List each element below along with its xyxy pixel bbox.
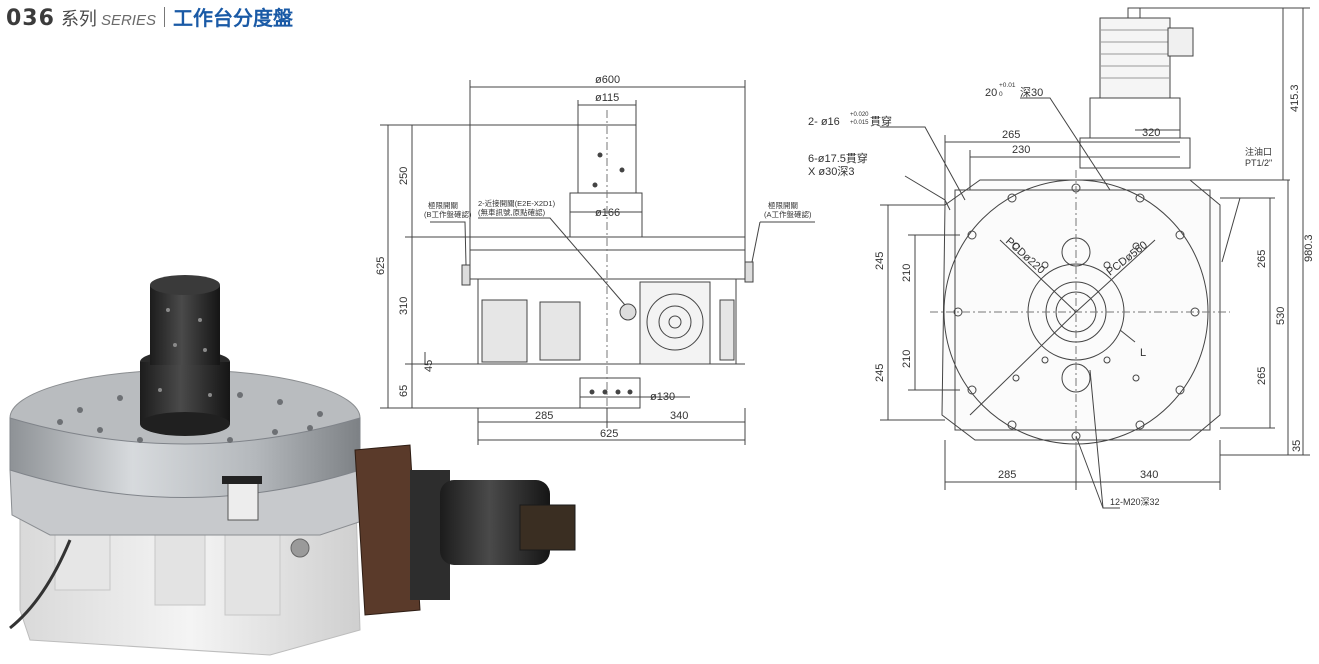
gear-reducer-outline	[1089, 97, 1181, 139]
shaft-holes	[158, 308, 212, 397]
dim-bore-note: 貫穿	[870, 114, 892, 128]
dim-bore: 2- ø16	[808, 116, 840, 128]
dim-width-285: 285	[535, 410, 553, 422]
dim-pilot-dia: ø130	[650, 391, 675, 403]
label-proximity-2: (無車訊號,原點確認)	[478, 207, 546, 217]
label-limit-a-2: (A工作盤確認)	[764, 209, 812, 219]
dim-bore-tol-up: +0.020	[850, 112, 869, 118]
dim-b285: 285	[998, 469, 1016, 481]
l-mark: L	[1140, 347, 1146, 359]
dim-holes-2: X ø30深3	[808, 165, 854, 178]
product-photo	[9, 275, 576, 656]
dim-tap: 12-M20深32	[1110, 497, 1160, 507]
oil-port-1: 注油口	[1245, 146, 1272, 157]
motor-box	[519, 504, 576, 551]
dim-w265: 265	[1002, 129, 1020, 141]
top-view-drawing	[880, 7, 1310, 509]
header-divider	[163, 7, 165, 27]
page-title: 工作台分度盤	[172, 8, 293, 30]
gear-flange	[354, 444, 421, 616]
dim-h530: 530	[1275, 307, 1287, 325]
page-header: 036 系列 SERIES 工作台分度盤	[6, 2, 293, 32]
shaft-body	[150, 285, 220, 365]
front-view-text: ø600 ø115 ø166 ø130 250 625 310 45 65 28…	[375, 74, 812, 440]
limit-switch	[227, 479, 259, 521]
dim-h35: 35	[1291, 440, 1303, 452]
gearbox-outline	[639, 281, 711, 365]
dim-b340: 340	[1140, 469, 1158, 481]
prox-switch	[619, 303, 637, 321]
dim-h265b: 265	[1256, 367, 1268, 385]
dim-bore-tol-dn: +0.015	[850, 120, 869, 126]
dim-l210a: 210	[901, 264, 913, 282]
dim-keyway-tol: +0.01	[999, 82, 1016, 89]
dim-keyway: 20	[985, 87, 997, 99]
front-view-drawing	[380, 80, 815, 445]
oil-port-2: PT1/2"	[1245, 158, 1272, 168]
label-limit-b-1: 極限開關	[428, 200, 458, 210]
series-number: 036	[6, 6, 55, 31]
dim-l210b: 210	[901, 350, 913, 368]
dim-keyway-tol-zero: 0	[999, 91, 1003, 98]
dim-h265a: 265	[1256, 250, 1268, 268]
base-pocket	[224, 529, 281, 616]
base-pocket	[154, 524, 206, 606]
dim-holes-1: 6-ø17.5貫穿	[808, 151, 868, 165]
dim-top-width: ø600	[595, 74, 620, 86]
label-proximity-1: 2-近接開關(E2E-X2D1)	[478, 198, 556, 208]
cable	[9, 539, 72, 630]
limit-switch-arm	[222, 476, 262, 484]
dim-l245a: 245	[874, 252, 886, 270]
dim-hub-dia: ø166	[595, 207, 620, 219]
dim-h415: 415.3	[1289, 84, 1301, 112]
tap-holes	[953, 183, 1200, 441]
label-limit-b-2: (B工作盤確認)	[424, 209, 472, 219]
pilot-outline	[579, 377, 641, 409]
dim-width-340: 340	[670, 410, 688, 422]
series-label-en: SERIES	[100, 12, 156, 29]
dim-w320: 320	[1142, 127, 1160, 139]
dim-keyway-depth: 深30	[1020, 86, 1043, 99]
label-limit-a-1: 極限開關	[768, 200, 798, 210]
dim-h980: 980.3	[1303, 234, 1315, 262]
dim-height-625: 625	[375, 257, 387, 275]
dim-height-45: 45	[423, 360, 435, 372]
dim-height-65: 65	[398, 385, 410, 397]
dim-shaft-dia: ø115	[595, 92, 619, 104]
dim-w230: 230	[1012, 144, 1030, 156]
series-label-cn: 系列	[60, 9, 97, 29]
oil-port	[290, 538, 310, 558]
dim-l245b: 245	[874, 364, 886, 382]
shaft-top	[150, 275, 220, 295]
dim-height-250: 250	[398, 167, 410, 185]
dim-height-310: 310	[398, 297, 410, 315]
dim-width-625: 625	[600, 428, 618, 440]
hub-bottom	[140, 412, 230, 436]
